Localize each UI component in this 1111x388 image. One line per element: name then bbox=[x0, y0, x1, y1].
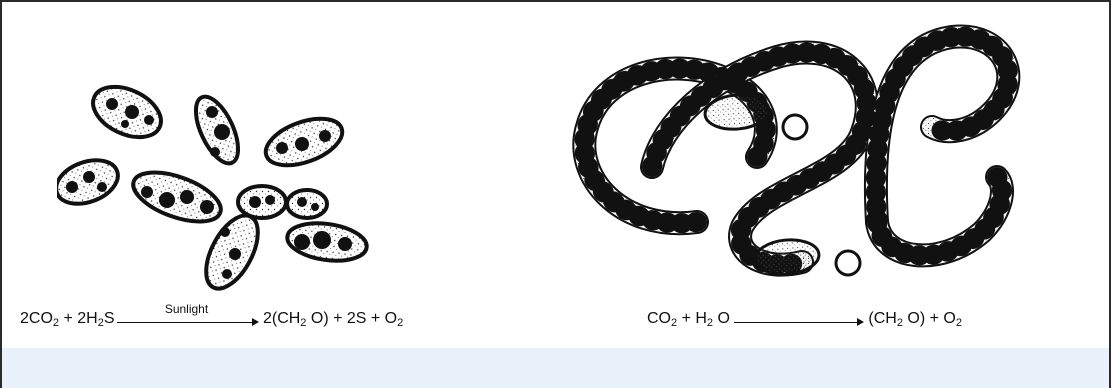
reaction-arrow: Sunlight bbox=[116, 302, 259, 326]
sulfur-granules bbox=[66, 98, 352, 279]
sulfur-bacteria-illustration bbox=[57, 84, 369, 291]
filament-chains bbox=[572, 24, 1021, 277]
oxygenic-photosynthesis-equation: CO2 + H2 O (CH2 O) + O2 bbox=[647, 310, 962, 329]
heterocysts-and-akinetes bbox=[703, 93, 862, 277]
caption-band bbox=[2, 348, 1109, 388]
reaction-arrow bbox=[733, 318, 864, 326]
cyanobacteria-illustration bbox=[572, 24, 1021, 277]
arrow-label-sunlight: Sunlight bbox=[164, 302, 209, 316]
